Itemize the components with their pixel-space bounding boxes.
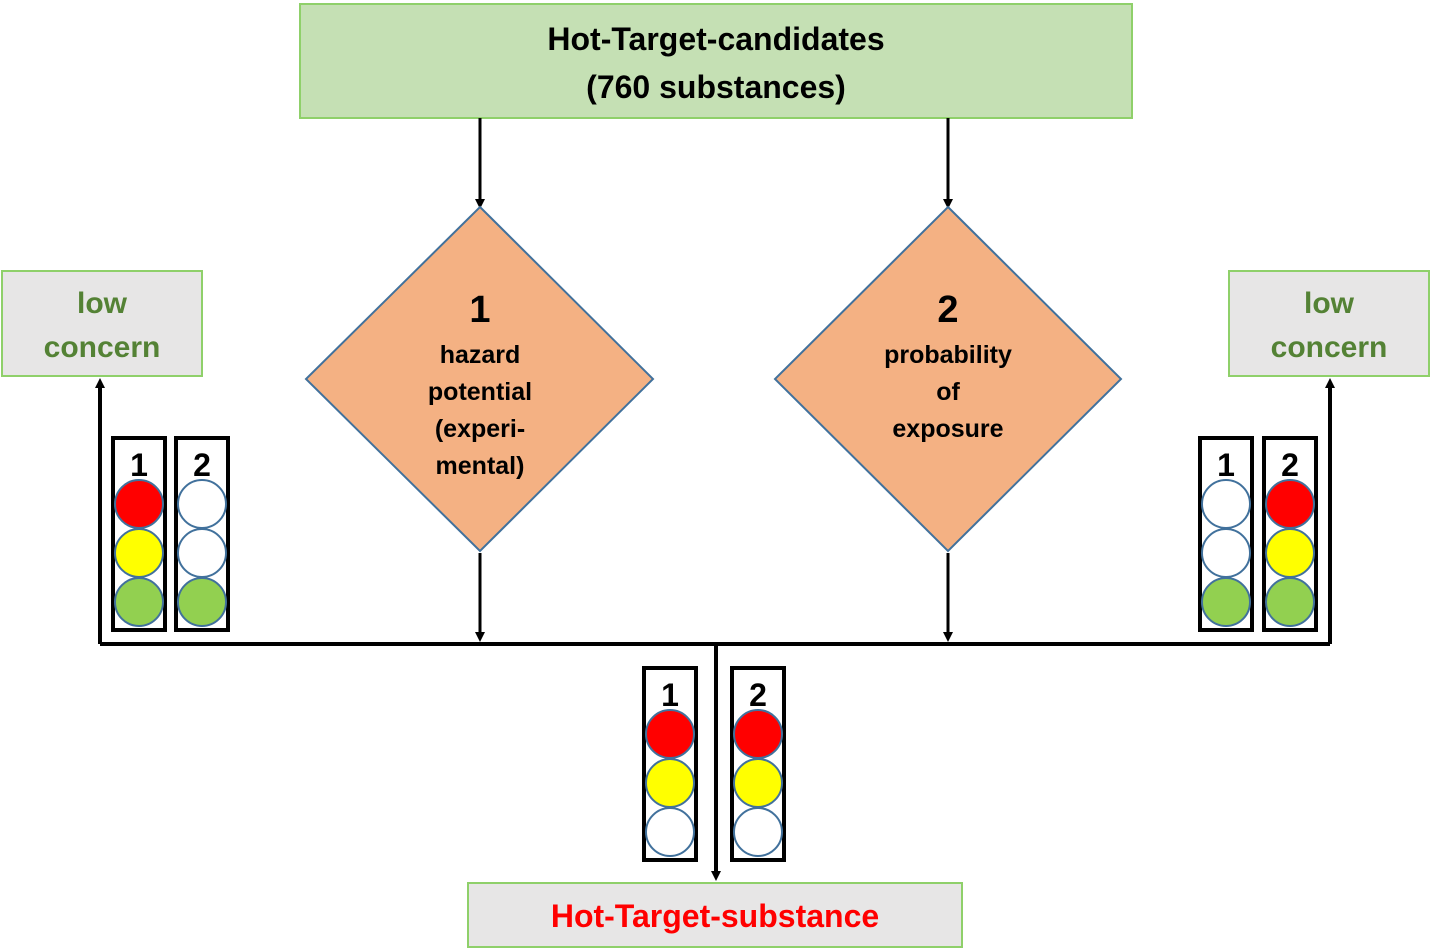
lamp-green-icon — [1265, 577, 1315, 627]
traffic-light-number: 1 — [1217, 447, 1235, 483]
decision1-line4: mental) — [436, 452, 525, 480]
lamp-green-icon — [177, 577, 227, 627]
lamp-yellow-icon — [733, 758, 783, 808]
low-concern-right-box: low concern — [1228, 270, 1430, 377]
top-box-line2: (760 substances) — [586, 69, 846, 105]
low-concern-left-box: low concern — [1, 270, 203, 377]
low-concern-left-line1: low — [77, 287, 128, 320]
traffic-light-number: 1 — [130, 447, 148, 483]
hot-target-substance-box: Hot-Target-substance — [467, 882, 963, 948]
traffic-light-right-1: 1 — [1198, 436, 1254, 632]
lamp-off-icon — [1201, 479, 1251, 529]
low-concern-right-line2: concern — [1271, 331, 1388, 364]
lamp-red-icon — [733, 709, 783, 759]
lamp-red-icon — [645, 709, 695, 759]
lamp-green-icon — [114, 577, 164, 627]
lamp-off-icon — [177, 479, 227, 529]
decision2-line3: exposure — [892, 415, 1003, 443]
low-concern-right-line1: low — [1304, 287, 1355, 320]
lamp-off-icon — [733, 807, 783, 857]
traffic-light-left-2: 2 — [174, 436, 230, 632]
decision1-number: 1 — [469, 289, 490, 331]
traffic-light-number: 1 — [661, 677, 679, 713]
decision1-line2: potential — [428, 378, 532, 406]
lamp-yellow-icon — [114, 528, 164, 578]
lamp-off-icon — [177, 528, 227, 578]
decision2-diamond: 2 probability of exposure — [773, 205, 1123, 553]
decision2-line1: probability — [884, 341, 1012, 369]
lamp-off-icon — [1201, 528, 1251, 578]
low-concern-left-line2: concern — [44, 331, 161, 364]
top-box: Hot-Target-candidates (760 substances) — [299, 3, 1133, 119]
lamp-yellow-icon — [645, 758, 695, 808]
top-box-line1: Hot-Target-candidates — [547, 21, 884, 57]
lamp-yellow-icon — [1265, 528, 1315, 578]
lamp-red-icon — [114, 479, 164, 529]
lamp-red-icon — [1265, 479, 1315, 529]
traffic-light-left-1: 1 — [111, 436, 167, 632]
decision2-line2: of — [936, 378, 960, 406]
traffic-light-bottom-2: 2 — [730, 666, 786, 862]
decision2-number: 2 — [937, 289, 958, 331]
decision1-diamond: 1 hazard potential (experi- mental) — [304, 205, 655, 553]
traffic-light-right-2: 2 — [1262, 436, 1318, 632]
decision1-line1: hazard — [440, 341, 521, 369]
traffic-light-number: 2 — [749, 677, 767, 713]
traffic-light-number: 2 — [193, 447, 211, 483]
traffic-light-bottom-1: 1 — [642, 666, 698, 862]
traffic-light-number: 2 — [1281, 447, 1299, 483]
hot-target-substance-label: Hot-Target-substance — [551, 898, 879, 934]
lamp-off-icon — [645, 807, 695, 857]
decision1-line3: (experi- — [435, 415, 525, 443]
lamp-green-icon — [1201, 577, 1251, 627]
